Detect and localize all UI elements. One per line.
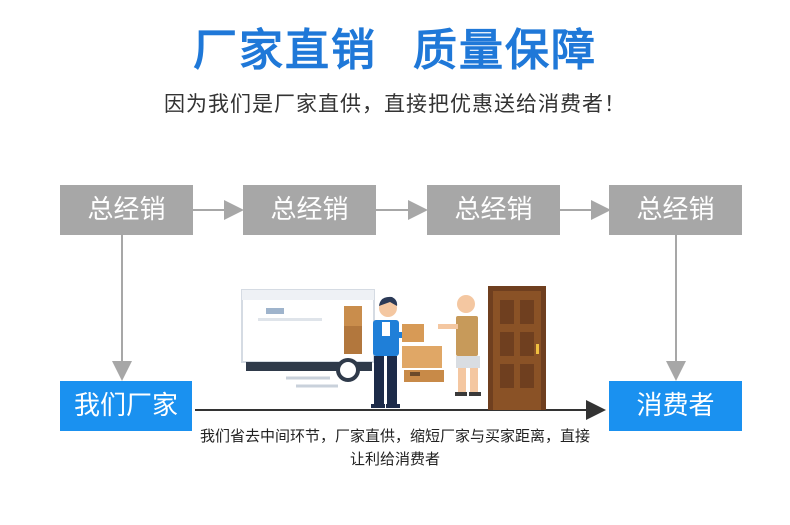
door-icon (488, 286, 546, 410)
page-subtitle: 因为我们是厂家直供，直接把优惠送给消费者！ (164, 92, 626, 116)
title-right: 质量保障 (413, 25, 597, 76)
consumer-box: 消费者 (609, 381, 742, 431)
title-left: 厂家直销 (193, 25, 377, 76)
delivery-man-icon (371, 296, 444, 408)
delivery-truck-icon (241, 289, 375, 388)
distributor-box-2: 总经销 (243, 185, 376, 235)
direct-note: 我们省去中间环节，厂家直供，缩短厂家与买家距离，直接让利给消费者 (199, 427, 590, 468)
page-title: 厂家直销质量保障 (0, 14, 790, 78)
customer-icon (438, 295, 481, 396)
distributor-box-1: 总经销 (60, 185, 193, 235)
distributor-box-4: 总经销 (609, 185, 742, 235)
manufacturer-box: 我们厂家 (60, 381, 192, 431)
distributor-box-3: 总经销 (427, 185, 560, 235)
